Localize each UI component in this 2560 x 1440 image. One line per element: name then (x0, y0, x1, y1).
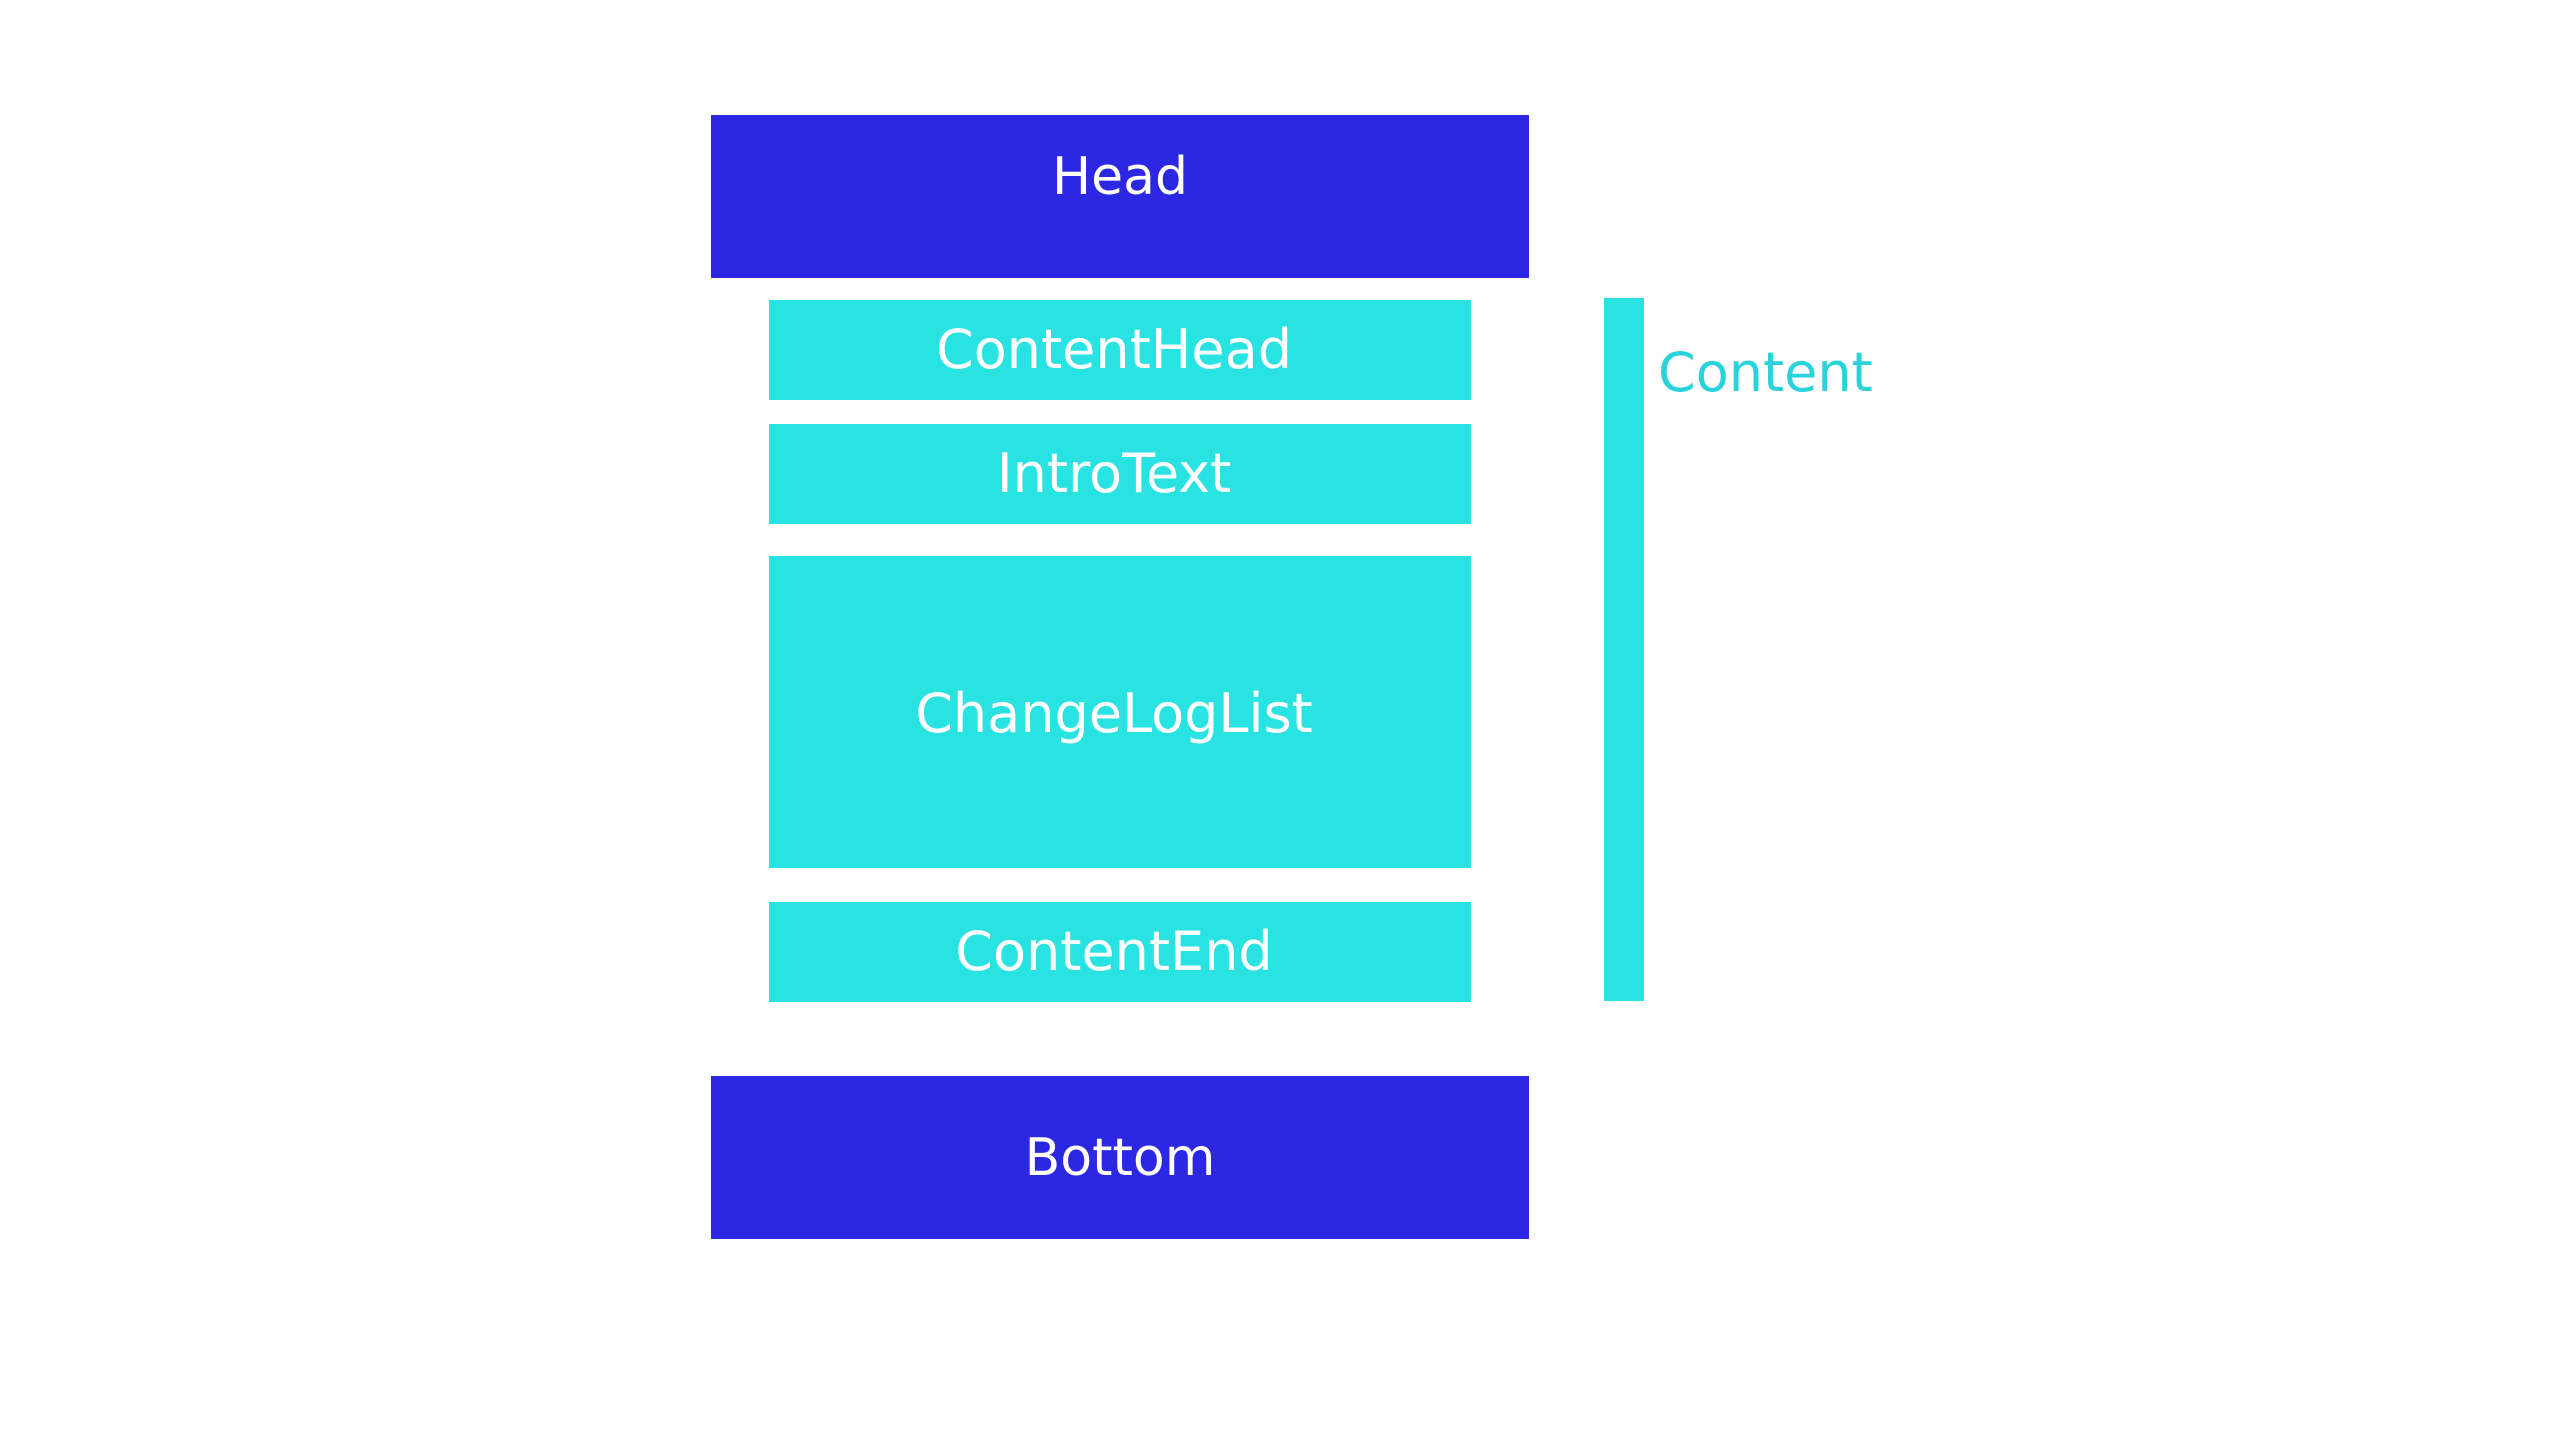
head-block: Head (711, 115, 1529, 278)
content-group-bracket (1604, 298, 1644, 1001)
changelog-list-block: ChangeLogList (769, 556, 1471, 868)
intro-text-label: IntroText (996, 442, 1232, 505)
bottom-block: Bottom (711, 1076, 1529, 1239)
head-label: Head (1052, 146, 1188, 207)
content-end-block: ContentEnd (769, 902, 1471, 1002)
intro-text-block: IntroText (769, 424, 1471, 524)
bottom-label: Bottom (1024, 1127, 1216, 1188)
content-group-label: Content (1658, 341, 1873, 404)
changelog-list-label: ChangeLogList (915, 682, 1313, 745)
content-end-label: ContentEnd (955, 920, 1273, 983)
content-head-label: ContentHead (936, 318, 1292, 381)
content-head-block: ContentHead (769, 300, 1471, 400)
